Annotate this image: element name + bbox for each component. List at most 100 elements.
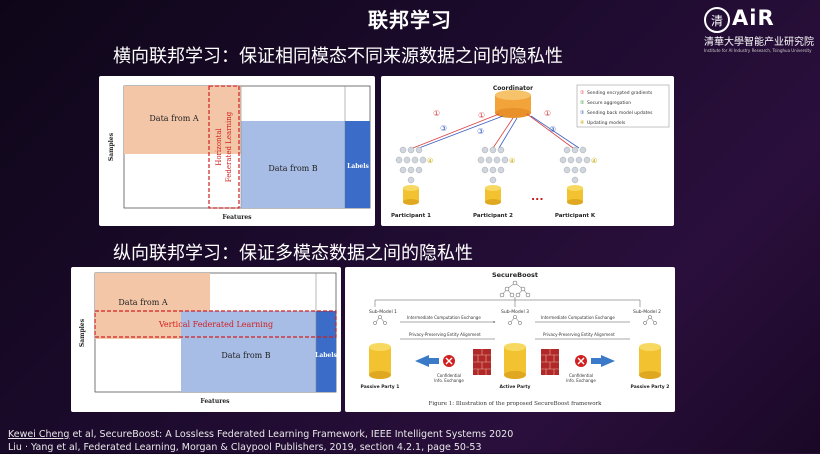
data-b-block xyxy=(241,121,345,208)
overlay-line2: Federated Learning xyxy=(225,111,233,182)
neural-net-icon xyxy=(477,146,509,184)
participant-1: Participant 1 xyxy=(391,213,431,219)
legend-num-4: ④ xyxy=(580,120,585,126)
exchange-left: Intermediate Computation Exchange xyxy=(407,315,481,320)
air-brand: AiR xyxy=(732,6,775,30)
y-axis-label: Samples xyxy=(79,318,86,347)
legend-text-4: Updating models xyxy=(587,120,626,126)
secureboost-panel: SecureBoost Sub-Model 1 Sub-Model 3 Sub-… xyxy=(345,267,675,412)
reference-1-text: et al, SecureBoost: A Lossless Federated… xyxy=(69,429,514,440)
slide-title: 联邦学习 xyxy=(368,8,452,32)
reference-1-author-link[interactable]: Kewei Cheng xyxy=(8,429,70,440)
neural-net-icon xyxy=(395,146,427,184)
block-x-icon xyxy=(575,355,587,367)
database-icon xyxy=(485,185,501,205)
info-exchange-right: Info. Exchange xyxy=(566,378,596,383)
institute-name-en: Institute for AI Industry Research, Tsin… xyxy=(704,48,812,53)
sub-model-1: Sub-Model 1 xyxy=(369,309,397,315)
vertical-fl-label: Vertical Federated Learning xyxy=(158,320,273,329)
legend-text-1: Sending encrypted gradients xyxy=(587,90,653,96)
sub-model-3: Sub-Model 3 xyxy=(501,309,529,315)
legend-num-1: ① xyxy=(580,90,585,96)
secureboost-caption: Figure 1: Illustration of the proposed S… xyxy=(429,401,603,407)
reference-1: Kewei Cheng et al, SecureBoost: A Lossle… xyxy=(8,428,513,441)
confidential-right: Confidential xyxy=(569,373,593,378)
data-a-label: Data from A xyxy=(149,114,198,123)
legend-text-3: Sending back model updates xyxy=(587,110,653,116)
step3-right: ③ xyxy=(549,125,556,134)
block-x-icon xyxy=(443,355,455,367)
more-participants-dots: ... xyxy=(531,190,544,203)
data-b-label: Data from B xyxy=(221,351,270,360)
x-axis-label: Features xyxy=(200,398,230,405)
exchange-right: Intermediate Computation Exchange xyxy=(541,315,615,320)
horizontal-fl-diagram: Data from A Data from B Labels Horizonta… xyxy=(108,85,371,221)
tree-icon xyxy=(373,315,387,325)
labels-block xyxy=(345,121,370,208)
air-logo: 清 AiR 清華大學智能产业研究院 Institute for AI Indus… xyxy=(702,6,814,56)
step4-mid: ④ xyxy=(509,157,515,165)
vertical-fl-overlay xyxy=(94,310,337,338)
data-a-block xyxy=(124,86,241,154)
horizontal-fl-heading: 横向联邦学习：保证相同模态不同来源数据之间的隐私性 xyxy=(113,46,563,67)
sub-model-2: Sub-Model 2 xyxy=(633,309,661,315)
secureboost-diagram: SecureBoost Sub-Model 1 Sub-Model 3 Sub-… xyxy=(361,271,670,407)
firewall-icon xyxy=(541,349,559,375)
tree-icon xyxy=(508,315,522,325)
vertical-fl-diagram: Data from A Vertical Federated Learning … xyxy=(79,272,338,405)
legend: ① Sending encrypted gradients ② Secure a… xyxy=(576,84,670,128)
participant-k: Participant K xyxy=(555,213,596,219)
step1-left: ① xyxy=(433,109,440,118)
database-icon xyxy=(567,185,583,205)
legend-num-3: ③ xyxy=(580,110,584,116)
legend-text-2: Secure aggregation xyxy=(587,100,631,106)
step3-left: ③ xyxy=(440,124,447,133)
passive-party-2: Passive Party 2 xyxy=(631,384,670,390)
reference-2: Liu · Yang et al, Federated Learning, Mo… xyxy=(8,442,482,453)
coordinator-panel: Coordinator ① ① ① ③ ③ ③ ④ ④ ④ xyxy=(381,76,674,226)
info-exchange-left: Info. Exchange xyxy=(434,378,464,383)
data-b-label: Data from B xyxy=(268,164,317,173)
alignment-right: Privacy-Preserving Entity Alignment xyxy=(543,332,615,337)
x-axis-label: Features xyxy=(222,214,252,221)
step4-left: ④ xyxy=(427,157,433,165)
coordinator-diagram: Coordinator ① ① ① ③ ③ ③ ④ ④ ④ xyxy=(391,84,670,219)
labels-text: Labels xyxy=(315,352,337,359)
labels-text: Labels xyxy=(347,163,369,170)
tsinghua-seal-icon: 清 xyxy=(704,7,730,33)
horizontal-fl-overlay xyxy=(208,85,240,209)
coordinator-label: Coordinator xyxy=(493,85,533,92)
coordinator-server-icon xyxy=(495,90,531,118)
neural-net-icon xyxy=(559,146,591,184)
database-icon xyxy=(639,343,661,379)
overlay-line1: Horizontal xyxy=(215,127,223,165)
legend-num-2: ② xyxy=(580,100,585,106)
institute-name: 清華大學智能产业研究院 xyxy=(704,37,814,48)
horizontal-fl-panel: Data from A Data from B Labels Horizonta… xyxy=(99,76,375,226)
tree-icon xyxy=(643,315,657,325)
tree-icon xyxy=(499,280,531,298)
arrow-left-icon xyxy=(415,355,439,367)
step1-right: ① xyxy=(544,109,551,118)
database-icon xyxy=(504,343,526,379)
confidential-left: Confidential xyxy=(437,373,461,378)
y-axis-label: Samples xyxy=(108,132,115,161)
participant-2: Participant 2 xyxy=(473,213,513,219)
data-a-label: Data from A xyxy=(118,298,167,307)
arrow-right-icon xyxy=(591,355,615,367)
step3-mid: ③ xyxy=(477,127,484,136)
labels-block xyxy=(316,311,336,392)
secureboost-title: SecureBoost xyxy=(492,271,538,279)
passive-party-1: Passive Party 1 xyxy=(361,384,400,390)
database-icon xyxy=(369,343,391,379)
alignment-left: Privacy-Preserving Entity Alignment xyxy=(409,332,481,337)
vertical-fl-panel: Data from A Vertical Federated Learning … xyxy=(71,267,341,412)
vertical-fl-heading: 纵向联邦学习：保证多模态数据之间的隐私性 xyxy=(113,243,473,264)
references: Kewei Cheng et al, SecureBoost: A Lossle… xyxy=(8,428,513,454)
active-party: Active Party xyxy=(500,384,531,390)
step4-right: ④ xyxy=(591,157,597,165)
data-b-block xyxy=(181,311,316,392)
step1-mid: ① xyxy=(478,111,485,120)
database-icon xyxy=(403,185,419,205)
firewall-icon xyxy=(473,349,491,375)
